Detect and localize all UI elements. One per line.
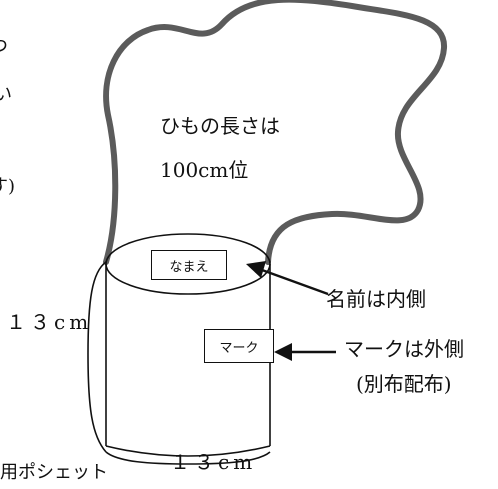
left-fragment-2: い [0,84,12,105]
callout-separate-cloth: (別布配布) [356,372,452,396]
width-bracket [105,451,271,465]
height-label: １３cm [6,310,93,334]
mark-callout-arrowhead [274,343,292,361]
callout-name-inside: 名前は内側 [326,287,426,311]
mark-box: マーク [204,329,274,363]
string-loop [103,0,448,265]
pouch-bottom-curve [105,445,271,457]
bottom-caption: 用ポシェット [0,462,108,483]
left-fragment-3: す) [0,176,16,197]
left-fragment-1: つ [0,38,8,56]
string-length-line2: 100cm位 [160,158,249,182]
name-callout-arrow-line [261,268,329,296]
string-length-line1: ひもの長さは [160,114,280,138]
name-callout-arrowhead [246,261,266,278]
name-tag-box: なまえ [151,250,227,280]
height-bracket [87,261,107,453]
mark-box-label: マーク [219,340,259,356]
width-label: １３cm [170,450,257,474]
callout-mark-outside: マークは外側 [344,337,464,361]
name-tag-label: なまえ [169,259,209,275]
